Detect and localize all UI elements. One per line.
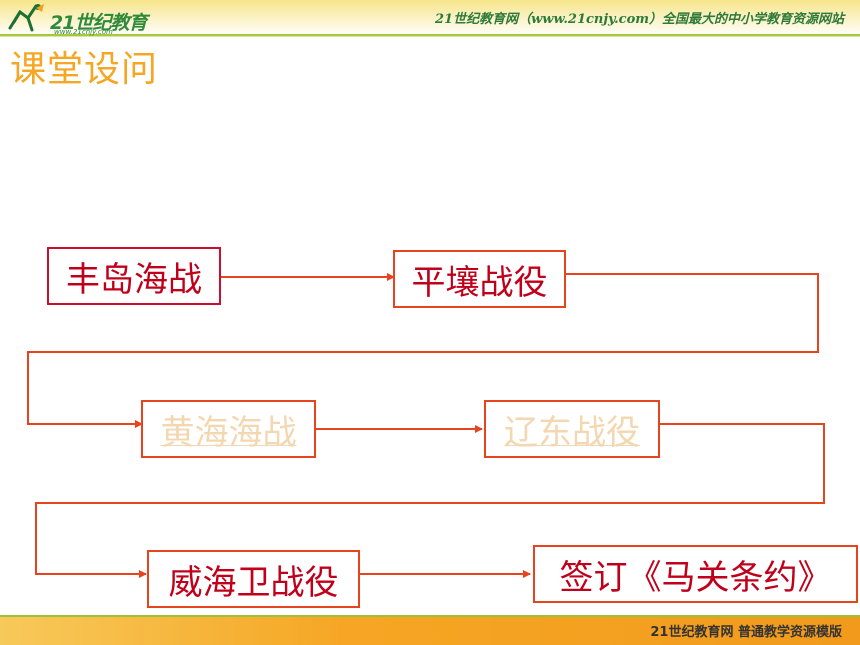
flow-node-weihaiwei: 威海卫战役 — [147, 550, 360, 608]
flow-node-pingrang: 平壤战役 — [393, 250, 566, 308]
flow-node-maguan-treaty: 签订《马关条约》 — [533, 545, 858, 603]
connector-2-3 — [27, 273, 819, 428]
connector-4-5 — [35, 423, 825, 578]
page-title: 课堂设问 — [10, 49, 159, 90]
logo-text: 21世纪教育 — [50, 12, 147, 34]
footer-bar — [0, 617, 860, 645]
header-bar — [0, 0, 860, 36]
header-slogan[interactable]: 21世纪教育网（www.21cnjy.com）全国最大的中小学教育资源网站 — [435, 12, 844, 27]
footer-text: 21世纪教育网 普通教学资源模版 — [650, 625, 842, 640]
flow-node-fengdao: 丰岛海战 — [47, 247, 221, 305]
flow-node-liaodong-link[interactable]: 辽东战役 — [484, 400, 660, 458]
flow-node-huanghai-link[interactable]: 黄海海战 — [141, 400, 316, 458]
footer-divider — [0, 615, 860, 617]
logo-url: www.21cnjy.com — [54, 28, 113, 36]
runner-icon — [8, 4, 44, 32]
header-divider-shadow — [0, 36, 860, 37]
site-logo[interactable]: 21世纪教育 www.21cnjy.com — [6, 2, 156, 36]
header-divider — [0, 34, 860, 36]
